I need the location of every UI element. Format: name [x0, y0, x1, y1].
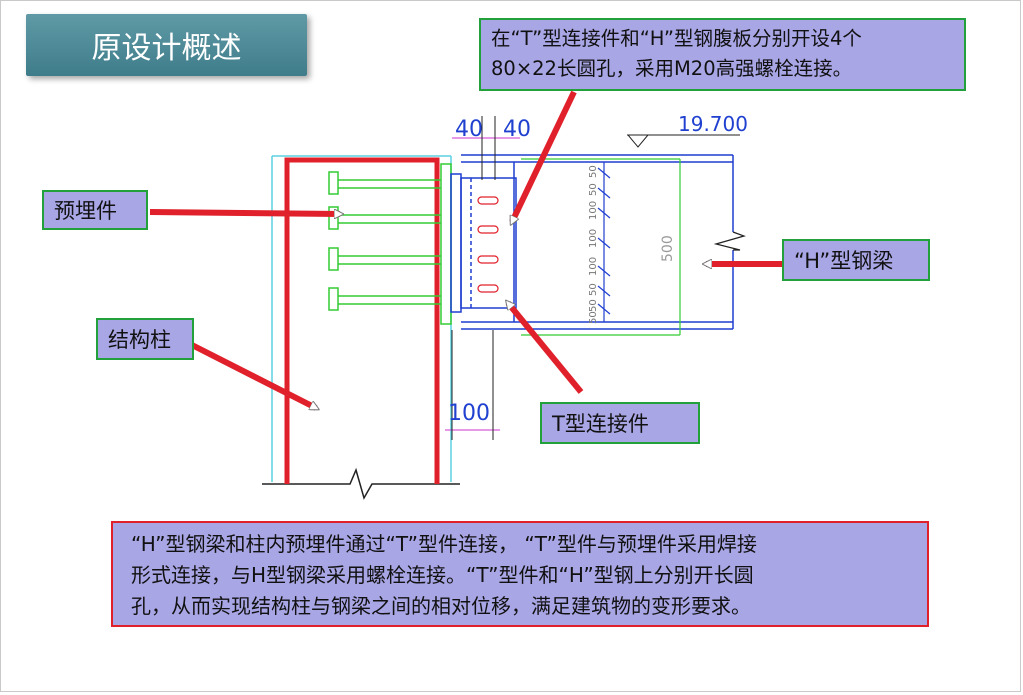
- label-t-connector: T型连接件: [540, 402, 700, 444]
- embedded-part: [328, 163, 452, 325]
- dimension-100: 100: [448, 401, 490, 426]
- spacing-labels: 50 50 100 100 100 50 50 50: [588, 165, 599, 324]
- top-annotation-line1: 在“T”型连接件和“H”型钢腹板分别开设4个: [491, 27, 862, 50]
- svg-text:50: 50: [588, 299, 599, 312]
- label-column-text: 结构柱: [108, 328, 171, 352]
- summary-line1: “H”型钢梁和柱内预埋件通过“T”型件连接， “T”型件与预埋件采用焊接: [131, 532, 757, 556]
- top-annotation-line2: 80×22长圆孔，采用M20高强螺栓连接。: [491, 57, 853, 80]
- dimension-40-right: 40: [503, 117, 531, 142]
- label-h-beam-text: “H”型钢梁: [794, 249, 894, 273]
- svg-text:50: 50: [588, 283, 599, 296]
- arrow-column: [190, 342, 316, 411]
- summary-line2: 形式连接，与H型钢梁采用螺栓连接。“T”型件和“H”型钢上分别开长圆: [131, 563, 754, 587]
- beam-break-line: [713, 231, 746, 251]
- h-beam-shape: [461, 154, 734, 330]
- callout-arrows: [149, 90, 783, 411]
- svg-text:50: 50: [588, 311, 599, 324]
- label-embedded-text: 预埋件: [54, 199, 117, 223]
- beam-depth-text: 500: [660, 235, 676, 262]
- structural-column-rebar: [284, 157, 440, 484]
- svg-text:100: 100: [588, 229, 599, 248]
- svg-text:100: 100: [588, 257, 599, 276]
- arrow-embedded: [149, 212, 340, 214]
- arrow-t-connector: [508, 303, 584, 394]
- summary-note: “H”型钢梁和柱内预埋件通过“T”型件连接， “T”型件与预埋件采用焊接 形式连…: [111, 521, 929, 627]
- right-dimension-line: [597, 162, 611, 322]
- svg-text:50: 50: [588, 165, 599, 178]
- top-annotation: 在“T”型连接件和“H”型钢腹板分别开设4个 80×22长圆孔，采用M20高强螺…: [479, 18, 966, 91]
- label-embedded-part: 预埋件: [42, 190, 148, 230]
- t-connector-shape: [450, 173, 517, 313]
- svg-text:100: 100: [588, 201, 599, 220]
- bolt-slots: [477, 196, 499, 293]
- arrow-top-note: [509, 90, 577, 222]
- svg-text:50: 50: [588, 183, 599, 196]
- elevation-text: 19.700: [678, 112, 748, 136]
- label-structural-column: 结构柱: [96, 318, 194, 360]
- dimension-extensions: [451, 116, 740, 440]
- slide-title: 原设计概述: [26, 14, 307, 76]
- label-h-beam: “H”型钢梁: [782, 239, 930, 281]
- label-t-connector-text: T型连接件: [552, 412, 649, 436]
- dimension-guides: [445, 137, 520, 431]
- column-outline: [271, 155, 452, 482]
- column-break-line: [262, 467, 460, 500]
- web-outline: [521, 158, 681, 336]
- dimension-40-left: 40: [455, 117, 483, 142]
- summary-line3: 孔，从而实现结构柱与钢梁之间的相对位移，满足建筑物的变形要求。: [131, 594, 751, 618]
